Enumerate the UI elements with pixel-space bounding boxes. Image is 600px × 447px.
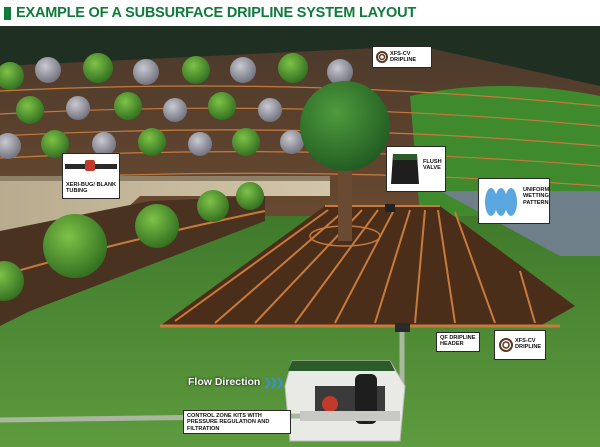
- flow-direction-arrows: ❯❯❯: [263, 376, 285, 389]
- turf-driplines: [174, 209, 536, 324]
- coil-icon: [499, 338, 513, 352]
- valve-box-icon: [391, 154, 419, 184]
- flush-valve-callout: FLUSH VALVE: [386, 146, 446, 192]
- xfs-cv-dripline-bottom-label: XFS-CV DRIPLINE: [515, 338, 542, 351]
- xfs-cv-dripline-top-callout: XFS-CV DRIPLINE: [372, 46, 432, 68]
- control-zone-callout: CONTROL ZONE KITS WITH PRESSURE REGULATI…: [183, 410, 291, 434]
- control-valve-box: [284, 360, 406, 442]
- xfs-cv-dripline-bottom-callout: XFS-CV DRIPLINE: [494, 330, 546, 360]
- wetting-pattern-callout: UNIFORM WETTING PATTERN: [478, 178, 550, 224]
- landscape-scene: [0, 26, 600, 447]
- xeri-bug-callout: XERI-BUG/ BLANK TUBING: [62, 153, 120, 199]
- title-marker: [4, 6, 11, 20]
- qf-header-label: QF DRIPLINE HEADER: [440, 335, 476, 348]
- xeri-bug-label: XERI-BUG/ BLANK TUBING: [66, 182, 117, 195]
- wetting-pattern-label: UNIFORM WETTING PATTERN: [523, 187, 550, 206]
- control-zone-label: CONTROL ZONE KITS WITH PRESSURE REGULATI…: [187, 413, 270, 432]
- xeri-bug-icon: [65, 160, 117, 171]
- hillside-hedge: [410, 86, 600, 216]
- page-title: EXAMPLE OF A SUBSURFACE DRIPLINE SYSTEM …: [16, 5, 417, 21]
- coil-icon: [376, 51, 388, 63]
- flush-valve: [385, 204, 395, 212]
- xfs-cv-dripline-top-label: XFS-CV DRIPLINE: [390, 51, 417, 64]
- bed-shrubs: [0, 182, 264, 301]
- title-bar: EXAMPLE OF A SUBSURFACE DRIPLINE SYSTEM …: [0, 0, 600, 26]
- slope-shrubs: [0, 53, 353, 159]
- flow-direction-label: Flow Direction: [188, 376, 261, 388]
- retaining-wall: [0, 176, 330, 316]
- flush-valve-label: FLUSH VALVE: [423, 159, 442, 172]
- qf-header-callout: QF DRIPLINE HEADER: [436, 332, 480, 352]
- wetting-pattern-icon: [485, 188, 517, 216]
- dripline-zone: [160, 206, 575, 326]
- tree: [300, 81, 390, 247]
